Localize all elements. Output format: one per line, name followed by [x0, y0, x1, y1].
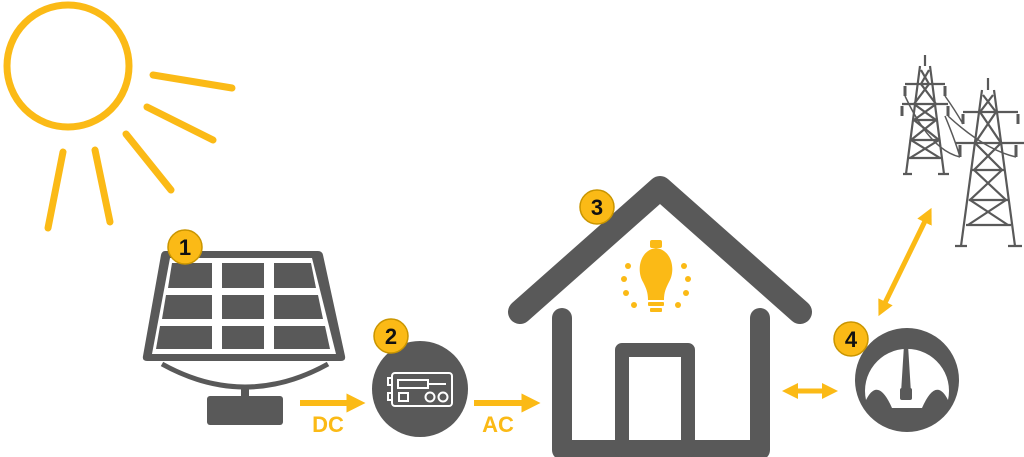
- electric-meter-icon: [855, 328, 959, 432]
- solar-panel-icon: [142, 251, 346, 425]
- inverter-icon: [372, 341, 468, 437]
- svg-text:4: 4: [845, 327, 858, 352]
- svg-text:1: 1: [179, 235, 191, 260]
- badge-3: 3: [579, 189, 615, 225]
- svg-text:3: 3: [591, 195, 603, 220]
- meter-grid-arrow: [878, 207, 932, 317]
- house-icon: [508, 176, 812, 457]
- light-bulb-icon: [621, 240, 691, 312]
- svg-text:2: 2: [385, 324, 397, 349]
- ac-label: AC: [482, 412, 514, 437]
- dc-label: DC: [312, 412, 344, 437]
- badge-1: 1: [167, 229, 203, 265]
- sun-icon: [3, 1, 236, 232]
- badge-4: 4: [833, 321, 869, 357]
- power-tower-icon: [900, 55, 1024, 248]
- badge-2: 2: [373, 318, 409, 354]
